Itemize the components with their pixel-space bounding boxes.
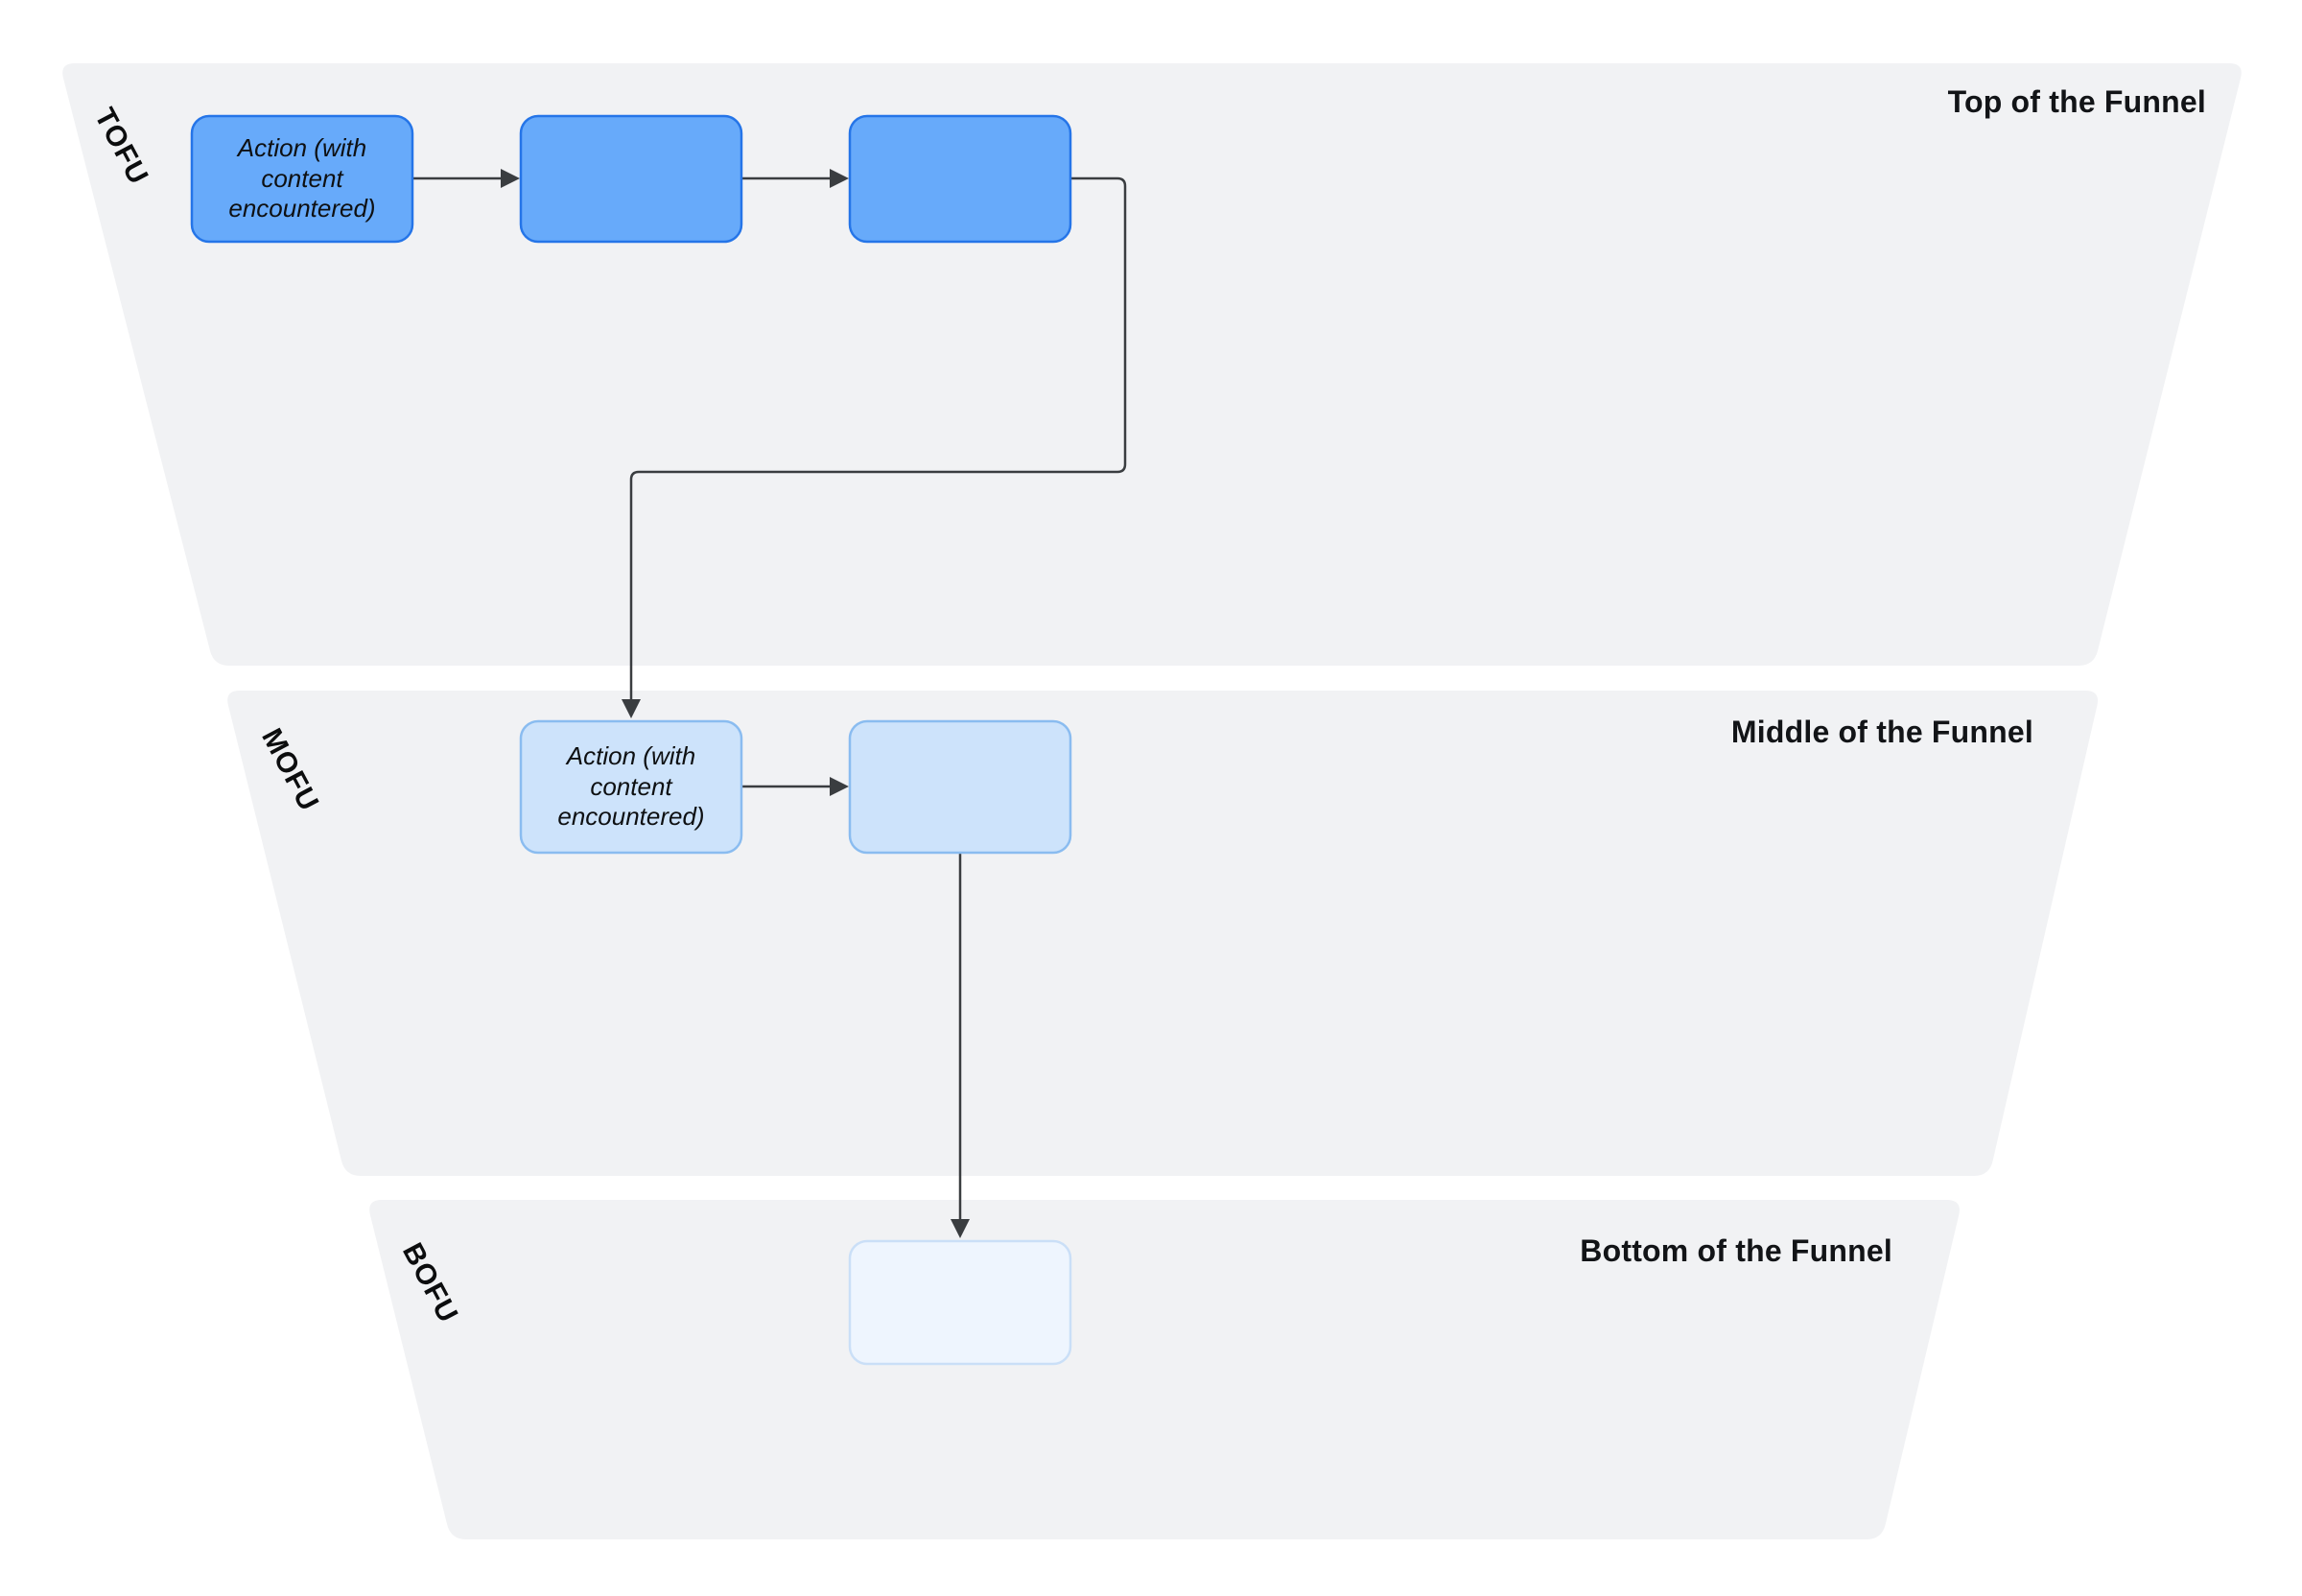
section-mofu-shape[interactable] xyxy=(227,691,2099,1176)
node-mofu-step-2[interactable] xyxy=(848,719,1072,855)
section-bofu-shape[interactable] xyxy=(369,1200,1960,1539)
node-bofu-step-1[interactable] xyxy=(848,1239,1072,1366)
node-mofu-step-1[interactable] xyxy=(519,719,743,855)
node-tofu-step-1[interactable] xyxy=(190,114,414,244)
node-tofu-step-2[interactable] xyxy=(519,114,743,244)
node-tofu-step-3[interactable] xyxy=(848,114,1072,244)
connector-tofu3-to-mofu1[interactable] xyxy=(622,176,1127,718)
